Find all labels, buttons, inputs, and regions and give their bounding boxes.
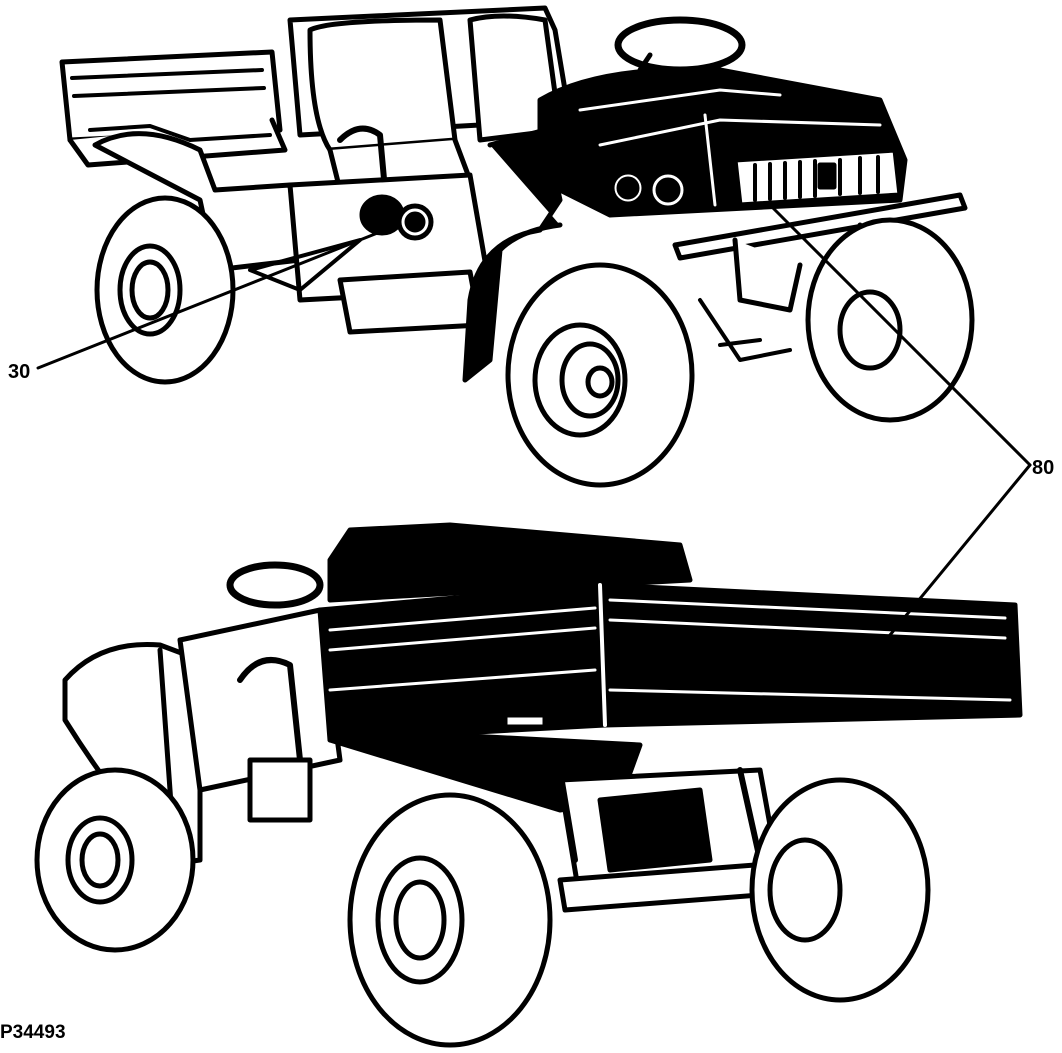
top-headlights (609, 169, 689, 211)
bottom-front-left-wheel (34, 767, 196, 953)
callout-label-30: 30 (8, 361, 31, 383)
bottom-cargo-box (317, 582, 1023, 743)
leader-line-80-upper (768, 203, 1032, 467)
top-front-fender (462, 127, 563, 383)
bottom-seat-back (327, 522, 693, 603)
callout-label-80: 80 (1032, 457, 1055, 479)
top-rear-wheel (94, 195, 236, 385)
callout-leaders (36, 203, 1032, 637)
leader-line-30 (36, 230, 382, 370)
leader-line-80-lower (888, 463, 1032, 637)
top-front-left-wheel (505, 262, 695, 488)
top-steering-wheel (614, 16, 746, 74)
bottom-rear-left-wheel (347, 792, 553, 1048)
fuel-fill-area (359, 194, 434, 241)
top-front-right-wheel (805, 217, 975, 423)
bottom-steering-wheel (226, 561, 324, 609)
top-brush-guard (672, 192, 968, 313)
top-grille (732, 147, 903, 208)
bottom-undercarriage (327, 732, 828, 913)
bottom-vehicle-rear-view (34, 522, 1023, 1048)
top-seats (287, 5, 573, 193)
bottom-rear-right-wheel (749, 777, 931, 1003)
figure-id: P34493 (0, 1022, 66, 1043)
top-vehicle-front-view (59, 5, 975, 488)
